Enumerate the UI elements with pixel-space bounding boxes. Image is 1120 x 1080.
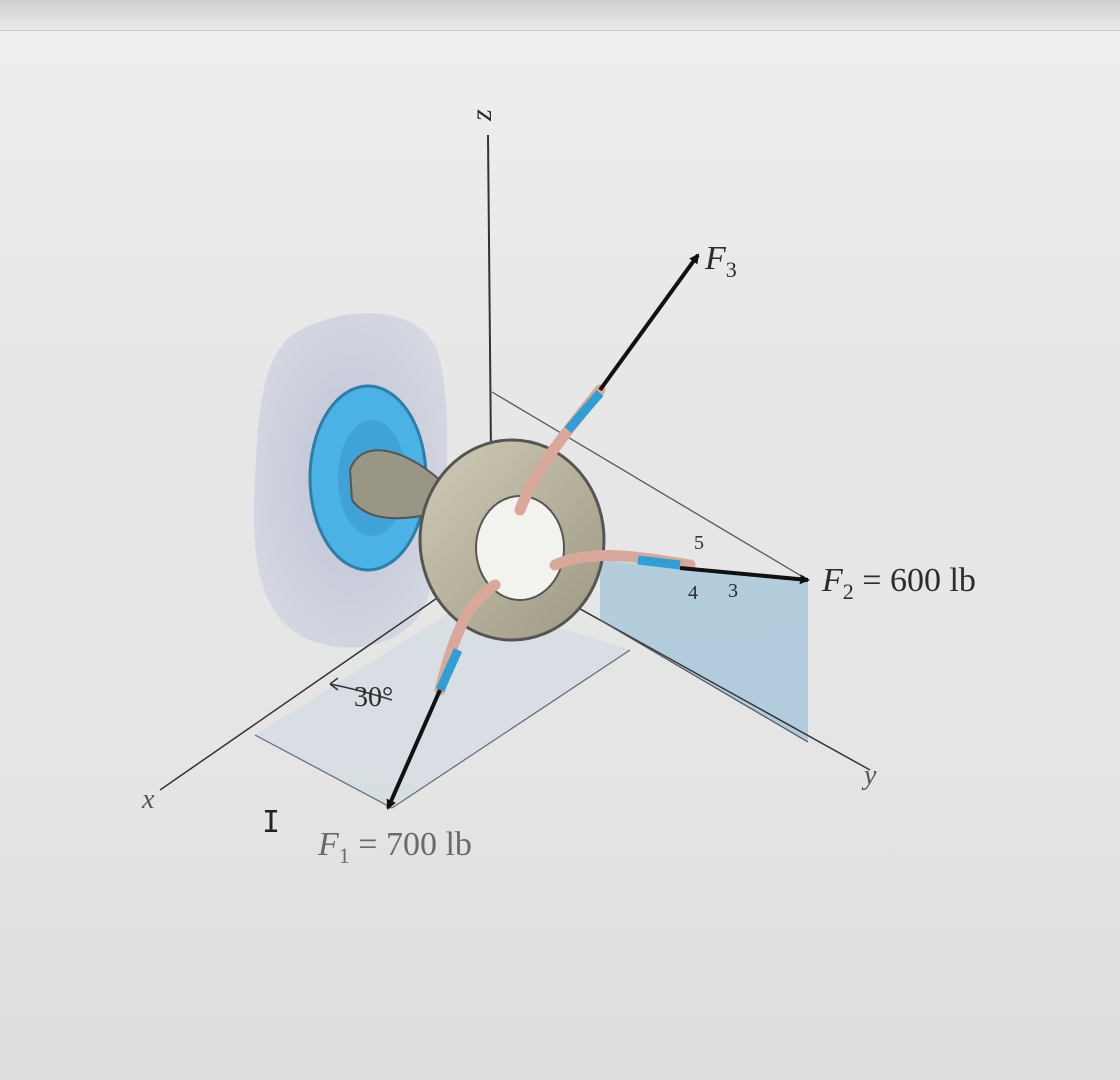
f2-symbol: F <box>822 562 843 599</box>
f1-arrow <box>386 689 442 810</box>
f2-label: F2 = 600 lb <box>822 562 976 605</box>
y-axis-label: y <box>864 760 877 791</box>
f2-value: = 600 lb <box>862 562 976 599</box>
shaded-plane-f1 <box>255 600 630 808</box>
construction-line-1 <box>491 391 809 581</box>
z-axis-label: z <box>464 109 498 121</box>
window-top-edge <box>0 0 1120 31</box>
rope-f2-blue <box>637 555 681 570</box>
construction-line-2 <box>254 734 393 809</box>
slope-a-label: 4 <box>688 582 698 604</box>
f1-subscript: 1 <box>338 842 350 868</box>
slope-hyp-label: 5 <box>694 532 704 554</box>
text-cursor-icon: I <box>262 805 281 840</box>
angle-arc-tick <box>329 677 339 691</box>
rope-f1-blue <box>435 648 463 692</box>
f1-label: F1 = 700 lb <box>318 826 472 869</box>
f2-arrow <box>679 566 810 585</box>
x-axis-label: x <box>142 784 155 815</box>
rope-f3-blue <box>564 390 604 433</box>
angle-arc <box>329 683 393 701</box>
f3-label: F3 <box>705 240 737 283</box>
f2-subscript: 2 <box>842 578 854 604</box>
f1-value: = 700 lb <box>358 826 472 863</box>
f3-arrow <box>598 253 700 392</box>
angle-label: 30° <box>354 682 394 713</box>
shaded-plane-f2 <box>600 560 808 742</box>
f3-symbol: F <box>705 240 726 277</box>
f3-subscript: 3 <box>725 256 737 282</box>
construction-line-4 <box>599 619 809 743</box>
f1-symbol: F <box>318 826 339 863</box>
construction-line-3 <box>391 649 631 809</box>
slope-b-label: 3 <box>728 580 738 602</box>
